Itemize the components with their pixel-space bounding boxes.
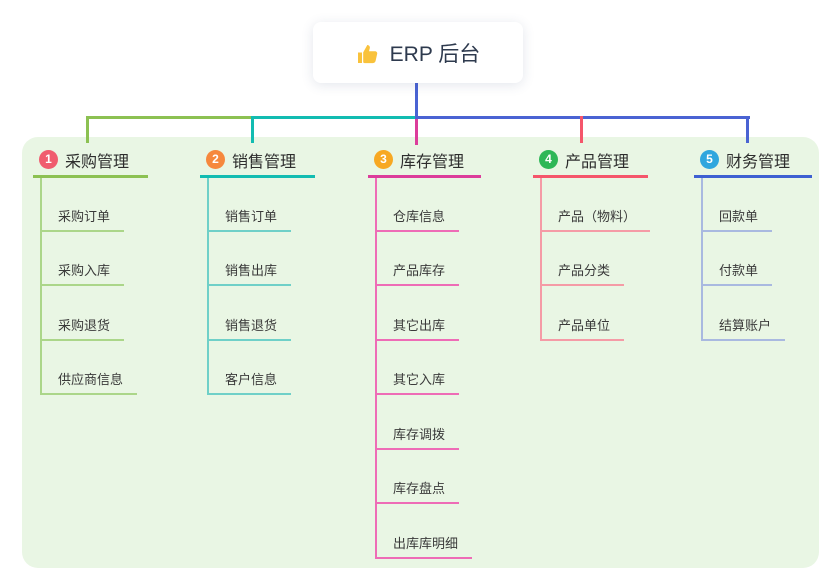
sub-item[interactable]: 回款单: [701, 204, 773, 232]
sub-item[interactable]: 付款单: [701, 258, 773, 286]
branch-label: 库存管理: [400, 153, 465, 171]
branch-title-purchase[interactable]: 1 采购管理: [33, 144, 148, 178]
sub-item[interactable]: 产品库存: [375, 258, 460, 286]
sub-item[interactable]: 供应商信息: [40, 367, 138, 395]
sub-item[interactable]: 结算账户: [701, 313, 786, 341]
connector-segment-teal: [251, 116, 416, 119]
sub-item[interactable]: 库存盘点: [375, 476, 460, 504]
branch-title-finance[interactable]: 5 财务管理: [694, 144, 812, 178]
root-title: ERP 后台: [389, 42, 481, 66]
branch-label: 财务管理: [726, 153, 791, 171]
drop-line-inventory: [415, 119, 418, 145]
branch-label: 销售管理: [232, 153, 297, 171]
sub-item[interactable]: 采购退货: [40, 313, 125, 341]
connector-segment-green: [86, 116, 253, 119]
branch-title-product[interactable]: 4 产品管理: [533, 144, 648, 178]
badge-1: 1: [39, 150, 58, 169]
sub-item[interactable]: 产品分类: [540, 258, 625, 286]
sub-item[interactable]: 销售订单: [207, 204, 292, 232]
drop-line-sales: [251, 116, 254, 143]
badge-3: 3: [374, 150, 393, 169]
root-vertical-line: [415, 83, 418, 131]
sub-item[interactable]: 其它出库: [375, 313, 460, 341]
sub-item[interactable]: 其它入库: [375, 367, 460, 395]
badge-2: 2: [206, 150, 225, 169]
sub-item[interactable]: 产品（物料）: [540, 204, 651, 232]
sub-item[interactable]: 出库库明细: [375, 531, 473, 559]
branch-trunk-line: [540, 178, 542, 341]
branch-title-sales[interactable]: 2 销售管理: [200, 144, 315, 178]
branch-label: 产品管理: [565, 153, 630, 171]
drop-line-product: [580, 116, 583, 143]
sub-item[interactable]: 产品单位: [540, 313, 625, 341]
branch-trunk-line: [375, 178, 377, 559]
sub-item[interactable]: 库存调拨: [375, 422, 460, 450]
drop-line-finance: [746, 116, 749, 143]
drop-line-purchase: [86, 116, 89, 143]
sub-item[interactable]: 客户信息: [207, 367, 292, 395]
branches-panel: [22, 137, 819, 568]
branch-title-inventory[interactable]: 3 库存管理: [368, 144, 481, 178]
root-node[interactable]: ERP 后台: [313, 22, 523, 83]
sub-item[interactable]: 销售出库: [207, 258, 292, 286]
sub-item[interactable]: 采购入库: [40, 258, 125, 286]
sub-item[interactable]: 销售退货: [207, 313, 292, 341]
branch-trunk-line: [40, 178, 42, 395]
branch-trunk-line: [701, 178, 703, 341]
badge-5: 5: [700, 150, 719, 169]
branch-label: 采购管理: [65, 153, 130, 171]
badge-4: 4: [539, 150, 558, 169]
sub-item[interactable]: 采购订单: [40, 204, 125, 232]
sub-item[interactable]: 仓库信息: [375, 204, 460, 232]
branch-trunk-line: [207, 178, 209, 395]
thumbs-up-icon: [357, 44, 377, 63]
